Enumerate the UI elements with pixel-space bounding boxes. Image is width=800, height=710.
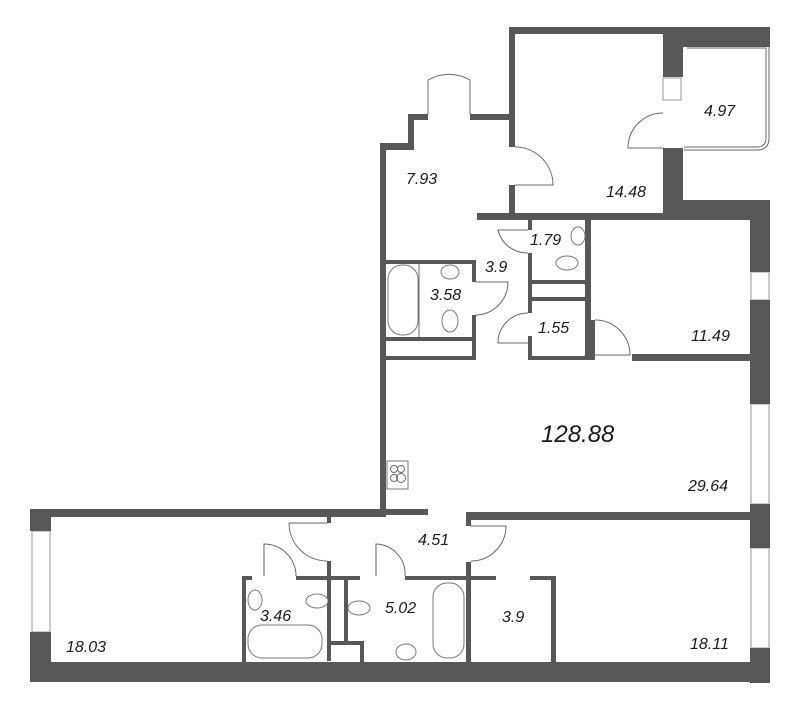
total-area: 128.88 [541, 421, 615, 448]
toilet-south-icon [347, 600, 371, 616]
room-area-bathroom-southwest: 3.46 [260, 608, 292, 625]
room-area-hall-entry: 7.93 [406, 171, 438, 188]
bathtub-north-icon [387, 264, 419, 336]
door-bedroom-east-icon [594, 319, 631, 356]
door-bedroom-north-icon [514, 146, 554, 186]
windows [31, 45, 770, 649]
toilet-north-icon [441, 309, 459, 333]
door-balcony-icon [627, 112, 664, 149]
door-wc-icon [497, 229, 529, 254]
room-area-bedroom-north: 14.48 [606, 184, 647, 201]
entry-door-icon [427, 73, 471, 114]
room-area-bathroom-south: 5.02 [385, 600, 417, 617]
room-area-storage: 1.55 [538, 320, 570, 337]
room-area-balcony: 4.97 [704, 103, 736, 120]
toilet-sw-icon [305, 593, 329, 609]
balcony-railing [684, 45, 770, 151]
window-west [31, 530, 51, 633]
room-area-bathroom-north: 3.58 [430, 287, 462, 304]
room-area-corridor: 3.9 [485, 259, 508, 276]
door-bedroom-se-icon [470, 525, 507, 562]
room-area-wardrobe: 3.9 [502, 609, 525, 626]
door-bedroom-sw-icon [288, 522, 328, 562]
door-bath-north-icon [475, 281, 509, 316]
window-east-3 [750, 547, 770, 649]
room-area-hall-south: 4.51 [418, 532, 450, 549]
door-bath-sw-icon [263, 543, 297, 577]
sink-wc-icon [570, 226, 586, 246]
toilet-wc-icon [555, 255, 579, 271]
window-balcony-door [662, 77, 682, 101]
window-east-1 [750, 271, 770, 301]
sink-sw-icon [247, 589, 263, 611]
room-area-bedroom-southwest: 18.03 [66, 639, 107, 656]
door-storage-icon [497, 312, 529, 344]
room-area-bedroom-east: 11.49 [691, 328, 730, 345]
room-area-bedroom-southeast: 18.11 [690, 636, 729, 653]
room-area-wc-small: 1.79 [530, 232, 562, 249]
window-east-2 [750, 403, 770, 505]
fixtures [247, 226, 586, 661]
walls [30, 27, 770, 683]
door-bath-south-icon [375, 543, 406, 577]
room-area-living-kitchen: 29.64 [688, 478, 729, 495]
sink-south-icon [395, 643, 417, 661]
doors [263, 73, 664, 577]
sink-north-icon [440, 264, 460, 280]
bathtub-south-icon [432, 582, 465, 659]
bathtub-sw-icon [247, 624, 323, 659]
balcony-railing-inner [684, 47, 767, 148]
